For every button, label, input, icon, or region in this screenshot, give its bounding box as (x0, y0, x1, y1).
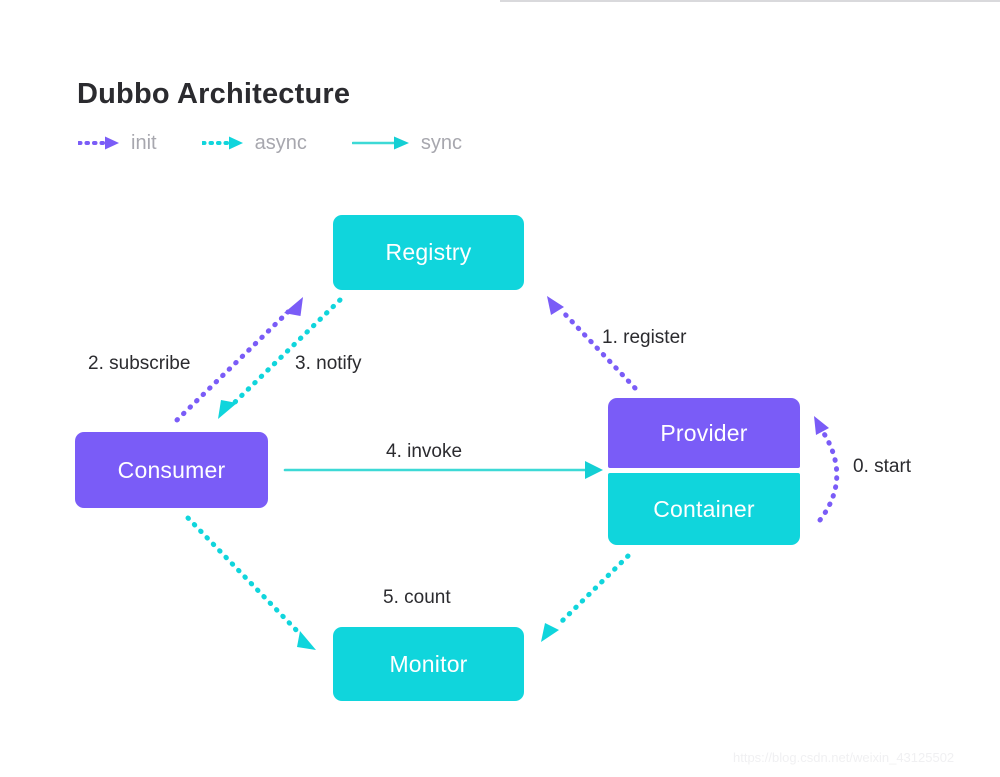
legend-label-init: init (131, 131, 157, 154)
node-registry-label: Registry (385, 239, 472, 265)
node-provider-label: Provider (660, 419, 748, 446)
watermark: https://blog.csdn.net/weixin_43125502 (733, 750, 955, 765)
edge-label-invoke: 4. invoke (386, 441, 463, 462)
dotted-arrow-icon (78, 136, 119, 150)
dotted-arrow-icon (201, 136, 243, 150)
node-monitor-label: Monitor (389, 650, 468, 677)
node-registry[interactable]: Registry (333, 215, 524, 290)
node-consumer-label: Consumer (117, 456, 226, 483)
legend-label-async: async (254, 131, 307, 154)
edge-count-consumer (185, 515, 316, 650)
node-provider[interactable]: Provider (608, 398, 800, 468)
solid-arrow-icon (351, 136, 409, 150)
legend-item-init: init (78, 132, 157, 155)
edge-label-register: 1. register (602, 327, 687, 348)
edge-label-notify: 3. notify (295, 353, 362, 374)
edge-start (814, 416, 840, 523)
edge-count-container (541, 553, 631, 642)
node-consumer[interactable]: Consumer (75, 432, 268, 508)
edge-invoke (283, 461, 603, 479)
page-title: Dubbo Architecture (77, 78, 351, 110)
legend-item-sync: sync (351, 131, 462, 155)
node-container[interactable]: Container (608, 473, 800, 545)
node-monitor[interactable]: Monitor (333, 627, 524, 701)
edge-subscribe (174, 297, 303, 423)
edge-label-subscribe: 2. subscribe (88, 353, 191, 374)
node-container-label: Container (653, 495, 755, 522)
top-edge-artifact (500, 0, 1000, 2)
legend-item-async: async (201, 131, 307, 155)
edge-label-start: 0. start (853, 456, 912, 477)
legend-label-sync: sync (420, 131, 462, 154)
legend: init async sync (78, 128, 462, 158)
edge-label-count: 5. count (383, 587, 451, 608)
